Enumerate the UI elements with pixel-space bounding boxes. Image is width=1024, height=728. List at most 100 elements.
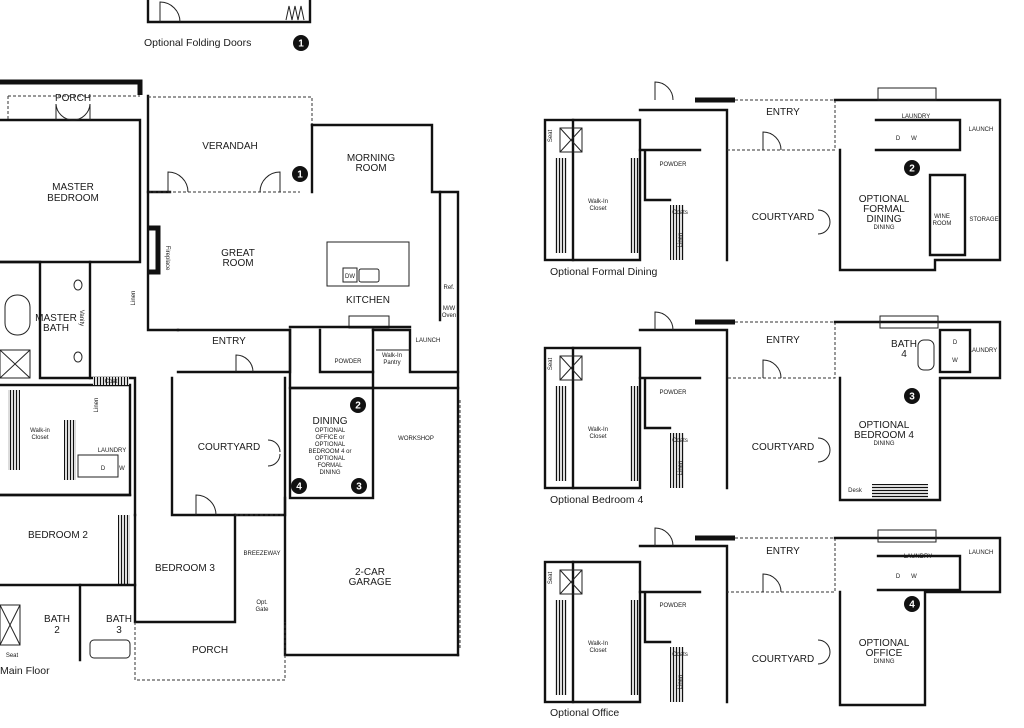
main-floor-plan <box>0 79 461 681</box>
gate-label-1: Opt. <box>256 600 268 606</box>
master-bath-label-1: MASTER <box>35 313 77 324</box>
dishwasher-label: DW <box>345 274 355 280</box>
svg-text:2: 2 <box>355 401 361 412</box>
bath-2-label-1: BATH <box>44 614 70 625</box>
b4-coats-label: Coats <box>672 438 688 444</box>
dining-label-6: OPTIONAL <box>315 456 346 462</box>
bedroom-2-label: BEDROOM 2 <box>28 530 88 541</box>
formal-dining-caption: Optional Formal Dining <box>550 266 658 278</box>
coat-label: Coat <box>105 379 118 385</box>
bedroom-4-caption: Optional Bedroom 4 <box>550 494 644 506</box>
of-walkin-label-2: Closet <box>589 648 606 654</box>
bedroom-3-label: BEDROOM 3 <box>155 563 215 574</box>
of-sub-label: DINING <box>874 659 895 665</box>
fd-title-1: OPTIONAL <box>859 194 910 205</box>
dining-label-2: OPTIONAL <box>315 428 346 434</box>
gate-label-2: Gate <box>255 607 269 613</box>
morning-room-label-2: ROOM <box>355 163 386 174</box>
fd-title-2: FORMAL <box>863 204 905 215</box>
fd-courtyard-label: COURTYARD <box>752 212 814 223</box>
svg-text:3: 3 <box>356 482 362 493</box>
walkin-pantry-label-1: Walk-In <box>382 353 402 359</box>
entry-label: ENTRY <box>212 336 246 347</box>
linen-label: Linen <box>131 291 137 306</box>
porch-top-label: PORCH <box>55 93 91 104</box>
great-room-label-1: GREAT <box>221 248 255 259</box>
option-badge-4-main: 4 <box>291 478 307 494</box>
b4-linen-label: Linen <box>678 461 684 476</box>
b4-courtyard-label: COURTYARD <box>752 442 814 453</box>
b4-seat-label: Seat <box>548 357 554 370</box>
b4-walkin-label-1: Walk-In <box>588 427 608 433</box>
verandah-label: VERANDAH <box>202 141 258 152</box>
fd-coats-label: Coats <box>672 210 688 216</box>
b4-dryer-label: D <box>953 340 958 346</box>
of-linen-label: Linen <box>678 675 684 690</box>
walkin-closet-label-2: Closet <box>31 435 48 441</box>
dining-label-8: DINING <box>320 470 341 476</box>
master-bath-label-2: BATH <box>43 323 69 334</box>
garage-label-1: 2-CAR <box>355 567 385 578</box>
of-seat-label: Seat <box>548 571 554 584</box>
powder-label: POWDER <box>335 359 363 365</box>
optional-formal-dining-plan: ENTRY LAUNDRY LAUNCH POWDER Walk-In Clos… <box>543 81 1002 278</box>
fd-title-3: DINING <box>867 214 902 225</box>
option-badge-4-office: 4 <box>904 596 920 612</box>
b4-walkin-label-2: Closet <box>589 434 606 440</box>
option-badge-1: 1 <box>293 35 309 51</box>
folding-doors-caption: Optional Folding Doors <box>144 37 251 49</box>
fd-launch-label: LAUNCH <box>969 127 994 133</box>
of-launch-label: LAUNCH <box>969 550 994 556</box>
b4-entry-label: ENTRY <box>766 335 800 346</box>
b4-sub-label: DINING <box>874 441 895 447</box>
dining-label-7: FORMAL <box>317 463 343 469</box>
svg-text:3: 3 <box>909 392 915 403</box>
linen-2-label: Linen <box>94 398 100 413</box>
dining-label-4: OPTIONAL <box>315 442 346 448</box>
master-bedroom-label-2: BEDROOM <box>47 193 99 204</box>
garage-label-2: GARAGE <box>349 577 392 588</box>
fd-walkin-label-1: Walk-In <box>588 199 608 205</box>
of-title-2: OFFICE <box>866 648 903 659</box>
b4-powder-label: POWDER <box>660 390 688 396</box>
fd-sub-label: DINING <box>874 225 895 231</box>
microwave-label-1: M/W <box>443 306 456 312</box>
walkin-pantry-label-2: Pantry <box>383 360 400 366</box>
fd-linen-label: Linen <box>678 233 684 248</box>
porch-bottom-label: PORCH <box>192 645 228 656</box>
b4-title-1: OPTIONAL <box>859 420 910 431</box>
master-bedroom-label-1: MASTER <box>52 182 94 193</box>
laundry-label: LAUNDRY <box>98 448 127 454</box>
svg-text:1: 1 <box>298 39 304 50</box>
fd-walkin-label-2: Closet <box>589 206 606 212</box>
fd-entry-label: ENTRY <box>766 107 800 118</box>
fd-wine-label-2: ROOM <box>933 221 952 227</box>
great-room-label-2: ROOM <box>222 258 253 269</box>
option-badge-1-main: 1 <box>292 166 308 182</box>
vanity-label: Vanity <box>78 310 84 326</box>
dining-label-5: BEDROOM 4 or <box>308 449 351 455</box>
washer-label: W <box>119 466 125 472</box>
svg-text:4: 4 <box>296 482 302 493</box>
fd-washer-label: W <box>911 136 917 142</box>
of-laundry-label: LAUNDRY <box>904 554 933 560</box>
folding-doors-detail: Optional Folding Doors 1 <box>144 0 312 51</box>
walkin-closet-label-1: Walk-in <box>30 428 50 434</box>
dining-label-3: OFFICE or <box>315 435 344 441</box>
b4-bath-label-1: BATH <box>891 339 917 350</box>
office-caption: Optional Office <box>550 707 619 719</box>
b4-desk-label: Desk <box>848 488 863 494</box>
bath-2-label-2: 2 <box>54 625 60 636</box>
dining-label-1: DINING <box>313 416 348 427</box>
of-entry-label: ENTRY <box>766 546 800 557</box>
b4-washer-label: W <box>952 358 958 364</box>
fd-laundry-label: LAUNDRY <box>902 114 931 120</box>
fd-seat-label: Seat <box>548 129 554 142</box>
fd-storage-label: STORAGE <box>969 217 998 223</box>
kitchen-label: KITCHEN <box>346 295 390 306</box>
refrigerator-label: Ref. <box>443 285 454 291</box>
bath-3-label-1: BATH <box>106 614 132 625</box>
b4-laundry-label: LAUNDRY <box>969 348 998 354</box>
option-badge-2-main: 2 <box>350 397 366 413</box>
